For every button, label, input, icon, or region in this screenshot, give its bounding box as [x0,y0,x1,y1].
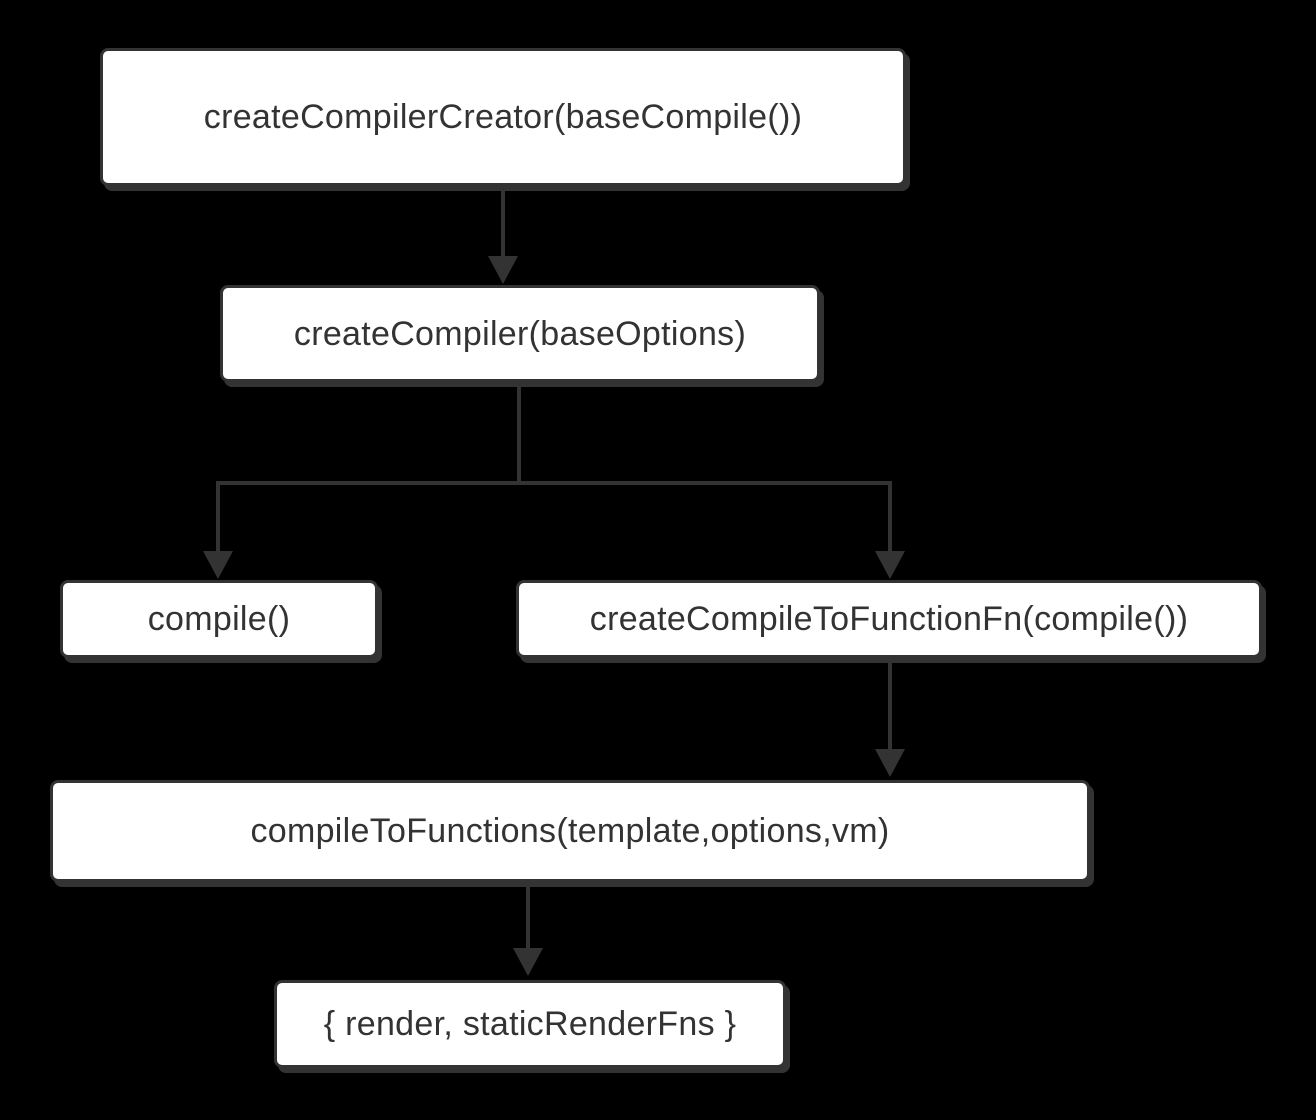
edge-fnfn-to-compiletofunctions [875,658,905,777]
node-label: createCompileToFunctionFn(compile()) [589,600,1189,638]
edge-compiler-branch [203,381,905,579]
edge-compiletofunctions-to-render [513,882,543,976]
node-label: compile() [147,600,291,638]
node-label: { render, staticRenderFns } [323,1005,737,1043]
node-label: createCompiler(baseOptions) [293,314,747,353]
node-render-static-render-fns: { render, staticRenderFns } [274,980,786,1068]
node-create-compiler-creator: createCompilerCreator(baseCompile()) [100,48,906,186]
edge-creator-to-compiler [488,186,518,284]
node-create-compile-to-function-fn: createCompileToFunctionFn(compile()) [516,580,1262,658]
node-compile: compile() [60,580,378,658]
node-compile-to-functions: compileToFunctions(template,options,vm) [50,780,1090,882]
node-create-compiler: createCompiler(baseOptions) [220,285,820,382]
node-label: createCompilerCreator(baseCompile()) [203,98,803,136]
node-label: compileToFunctions(template,options,vm) [250,812,890,850]
